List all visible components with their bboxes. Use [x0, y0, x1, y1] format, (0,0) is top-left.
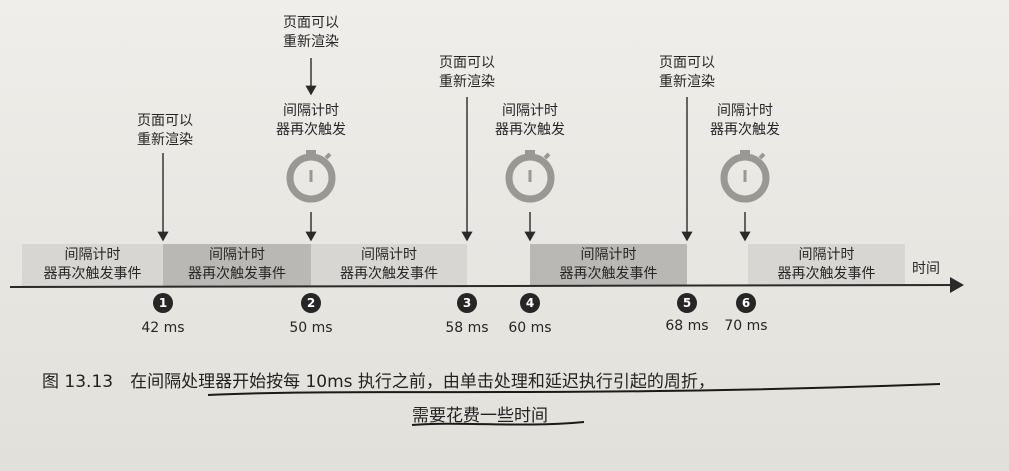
caption-underline-2 [411, 421, 585, 426]
stopwatch-icon [286, 150, 336, 203]
marker-badge-6: 6 [736, 293, 756, 313]
interval-event-block-2: 间隔计时器再次触发事件 [163, 244, 311, 286]
interval-event-block-5: 间隔计时器再次触发事件 [748, 244, 905, 286]
rerender-label: 页面可以重新渲染 [659, 55, 715, 90]
interval-event-block-3: 间隔计时器再次触发事件 [311, 244, 467, 286]
marker-time-5: 68 ms [665, 318, 709, 334]
stopwatch-icon [720, 150, 770, 203]
rerender-label: 页面可以重新渲染 [283, 15, 339, 50]
marker-time-1: 42 ms [141, 320, 185, 336]
interval-event-block-1: 间隔计时器再次触发事件 [22, 244, 163, 286]
timer-fire-label: 间隔计时器再次触发 [710, 103, 780, 138]
time-axis-label: 时间 [912, 261, 940, 277]
stopwatch-icon [505, 150, 555, 203]
marker-badge-5: 5 [677, 293, 697, 313]
interval-event-block-4: 间隔计时器再次触发事件 [530, 244, 687, 286]
marker-badge-2: 2 [301, 293, 321, 313]
caption-underline-1 [207, 383, 941, 396]
rerender-label: 页面可以重新渲染 [439, 55, 495, 90]
marker-time-4: 60 ms [508, 320, 552, 336]
marker-badge-1: 1 [153, 293, 173, 313]
time-axis [9, 277, 964, 294]
timer-fire-label: 间隔计时器再次触发 [276, 103, 346, 138]
rerender-label: 页面可以重新渲染 [137, 113, 193, 148]
figure-caption-line-2: 需要花费一些时间 [412, 406, 548, 426]
figure-caption-line-1: 图 13.13 在间隔处理器开始按每 10ms 执行之前，由单击处理和延迟执行引… [42, 372, 715, 392]
timer-fire-label: 间隔计时器再次触发 [495, 103, 565, 138]
marker-badge-4: 4 [520, 293, 540, 313]
marker-time-2: 50 ms [289, 320, 333, 336]
marker-time-3: 58 ms [445, 320, 489, 336]
marker-time-6: 70 ms [724, 318, 768, 334]
marker-badge-3: 3 [457, 293, 477, 313]
